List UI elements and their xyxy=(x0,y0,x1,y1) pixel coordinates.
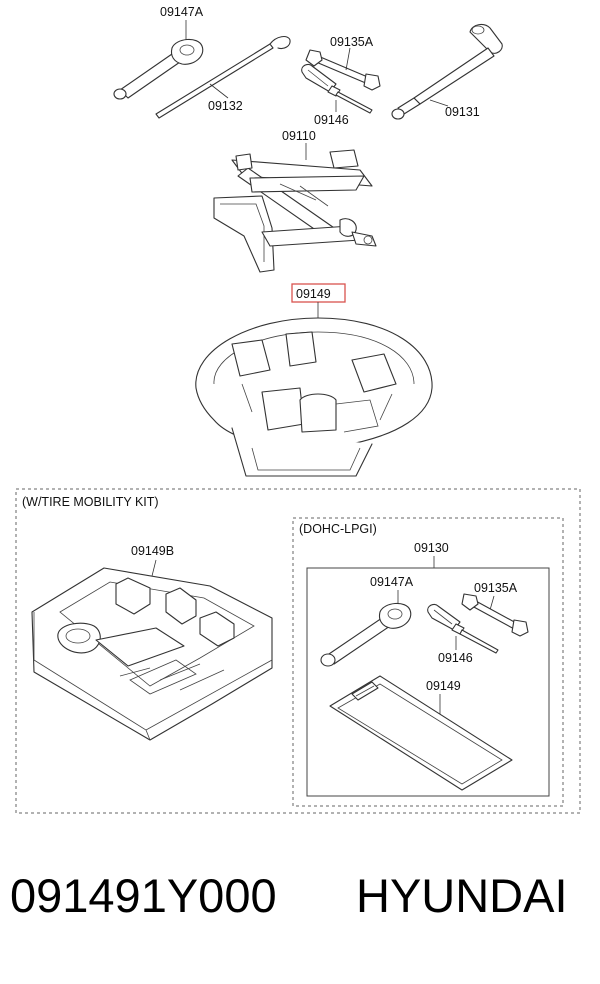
tool-kit-box xyxy=(306,567,550,797)
label-tool-kit: 09130 xyxy=(414,541,449,555)
tool-pouch-illustration xyxy=(329,675,513,791)
label-jack: 09110 xyxy=(282,129,316,143)
label-wrench-top: 09147A xyxy=(160,5,204,19)
spanner-illustration xyxy=(305,49,381,91)
part-number: 091491Y000 xyxy=(10,869,277,922)
mobility-kit-tray-illustration xyxy=(31,567,273,741)
brand-name: HYUNDAI xyxy=(356,869,568,922)
note-tire-mobility-kit: (W/TIRE MOBILITY KIT) xyxy=(22,495,159,509)
label-screwdriver-top: 09146 xyxy=(314,113,349,127)
note-dohc-lpgi: (DOHC-LPGI) xyxy=(299,522,377,536)
jack-handle-illustration xyxy=(155,35,291,119)
label-mobility-tray: 09149B xyxy=(131,544,174,558)
lug-wrench-illustration xyxy=(391,23,503,120)
scissor-jack-illustration xyxy=(213,149,377,273)
leader-lug-wrench xyxy=(429,99,449,107)
dohc-lpgi-box xyxy=(292,517,564,807)
leader-spanner-kit xyxy=(489,595,495,611)
label-spanner-top: 09135A xyxy=(330,35,374,49)
label-pouch-kit: 09149 xyxy=(426,679,461,693)
leader-jack-handle xyxy=(209,83,229,99)
spanner-kit-illustration xyxy=(461,593,529,637)
label-jack-handle: 09132 xyxy=(208,99,243,113)
screwdriver-illustration xyxy=(301,63,373,114)
ring-wrench-illustration xyxy=(113,38,204,100)
spare-tire-tray-illustration xyxy=(195,317,433,477)
ring-wrench-kit-illustration xyxy=(320,602,412,667)
parts-diagram: 09147A 09132 09135A 09146 09131 09110 xyxy=(15,5,581,814)
leader-spanner-top xyxy=(345,47,351,71)
label-tray: 09149 xyxy=(296,287,331,301)
label-wrench-kit: 09147A xyxy=(370,575,414,589)
label-lug-wrench: 09131 xyxy=(445,105,480,119)
label-spanner-kit: 09135A xyxy=(474,581,518,595)
highlight-box xyxy=(291,283,346,303)
footer: 091491Y000 HYUNDAI xyxy=(0,868,600,968)
screwdriver-kit-illustration xyxy=(427,603,499,654)
tire-mobility-kit-box xyxy=(15,488,581,814)
label-screwdriver-kit: 09146 xyxy=(438,651,473,665)
